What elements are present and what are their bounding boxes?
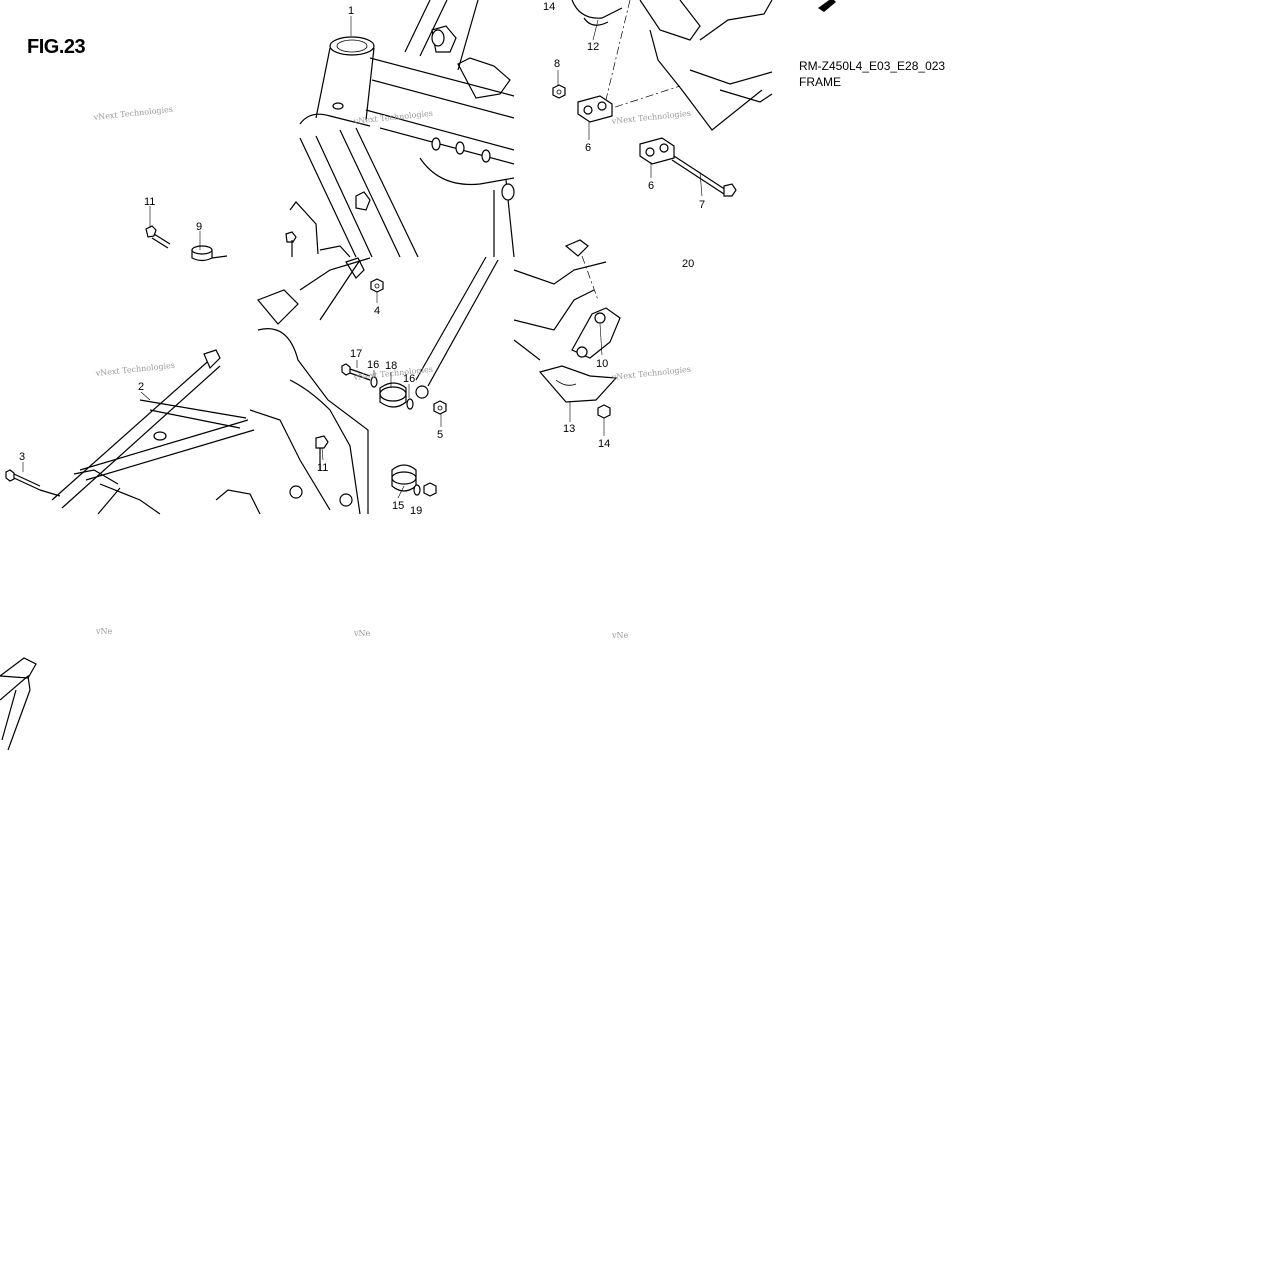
leader-lines	[22, 16, 703, 499]
bushing-part-9	[191, 245, 213, 262]
watermark-text: vNext Technologies	[94, 361, 175, 378]
callout-19: 19	[410, 505, 422, 517]
callout-16-right: 16	[403, 373, 415, 385]
washer-part-16	[370, 376, 378, 388]
callout-1: 1	[348, 5, 354, 17]
callout-11-lower: 11	[317, 462, 328, 474]
watermark-text: vNext Technologies	[352, 109, 433, 126]
callout-10: 10	[596, 358, 608, 370]
bolt-part-17	[341, 363, 371, 381]
tile-rear-subframe	[5, 349, 255, 515]
callout-numbers: 1 2 3 4 5 6 6 7 8 9 10 11 11 12 13 14 14…	[19, 1, 705, 517]
model-code: RM-Z450L4_E03_E28_023	[799, 59, 946, 73]
callout-8: 8	[554, 58, 560, 70]
callout-16-left: 16	[367, 359, 379, 371]
bolt-part-7	[671, 155, 737, 197]
figure-title: FIG.23	[27, 36, 86, 58]
guard-part-13	[538, 365, 618, 403]
callout-13: 13	[563, 423, 575, 435]
bolt-part-3	[5, 469, 41, 491]
callout-5: 5	[437, 429, 443, 441]
callout-7: 7	[699, 199, 705, 211]
callout-4: 4	[374, 305, 380, 317]
callout-14-lower: 14	[598, 438, 610, 450]
watermark-group: vNext Technologies vNext Technologies vN…	[92, 105, 691, 640]
bushing-part-15	[391, 464, 417, 492]
watermark-partial: vNe	[95, 627, 113, 636]
callout-18: 18	[385, 360, 397, 372]
callout-6-upper: 6	[585, 142, 591, 154]
tile-guard	[513, 239, 621, 419]
callout-15: 15	[392, 500, 404, 512]
watermark-text: vNext Technologies	[610, 365, 691, 382]
bolt-part-14-lower	[597, 404, 611, 419]
tile-upper-left	[145, 225, 228, 262]
callout-17: 17	[350, 348, 362, 360]
bracket-part-6-upper	[577, 95, 613, 123]
watermark-text: vNext Technologies	[92, 105, 173, 122]
bushing-part-18	[379, 382, 407, 408]
tile-lower-left-fragment	[0, 657, 37, 751]
washer-part-16b	[406, 398, 414, 410]
callout-11-upper: 11	[144, 196, 155, 208]
tile-upper-right	[552, 0, 773, 197]
callout-2: 2	[138, 381, 144, 393]
callout-6-lower: 6	[648, 180, 654, 192]
bracket-part-10	[571, 307, 621, 359]
bracket-part-6-lower	[639, 137, 675, 165]
bolt-part-11	[145, 225, 171, 249]
nut-part-8	[552, 84, 566, 99]
tile-lower-frame	[215, 256, 499, 515]
tile-frame-head	[285, 0, 515, 258]
callout-3: 3	[19, 451, 25, 463]
callout-9: 9	[196, 221, 202, 233]
washer-part-19	[413, 484, 421, 496]
nut-part-4	[370, 278, 384, 293]
watermark-partial: vNe	[611, 631, 629, 640]
callout-14-upper: 14	[543, 1, 555, 13]
bolt-part-11-lower	[315, 435, 329, 470]
direction-arrow-icon	[818, 0, 836, 12]
callout-12: 12	[587, 41, 599, 53]
section-name: FRAME	[799, 75, 841, 89]
callout-20: 20	[682, 258, 694, 270]
watermark-text: vNext Technologies	[610, 109, 691, 126]
watermark-partial: vNe	[353, 629, 371, 638]
steering-head-tube	[299, 36, 375, 127]
bolt-part-5	[433, 400, 447, 415]
